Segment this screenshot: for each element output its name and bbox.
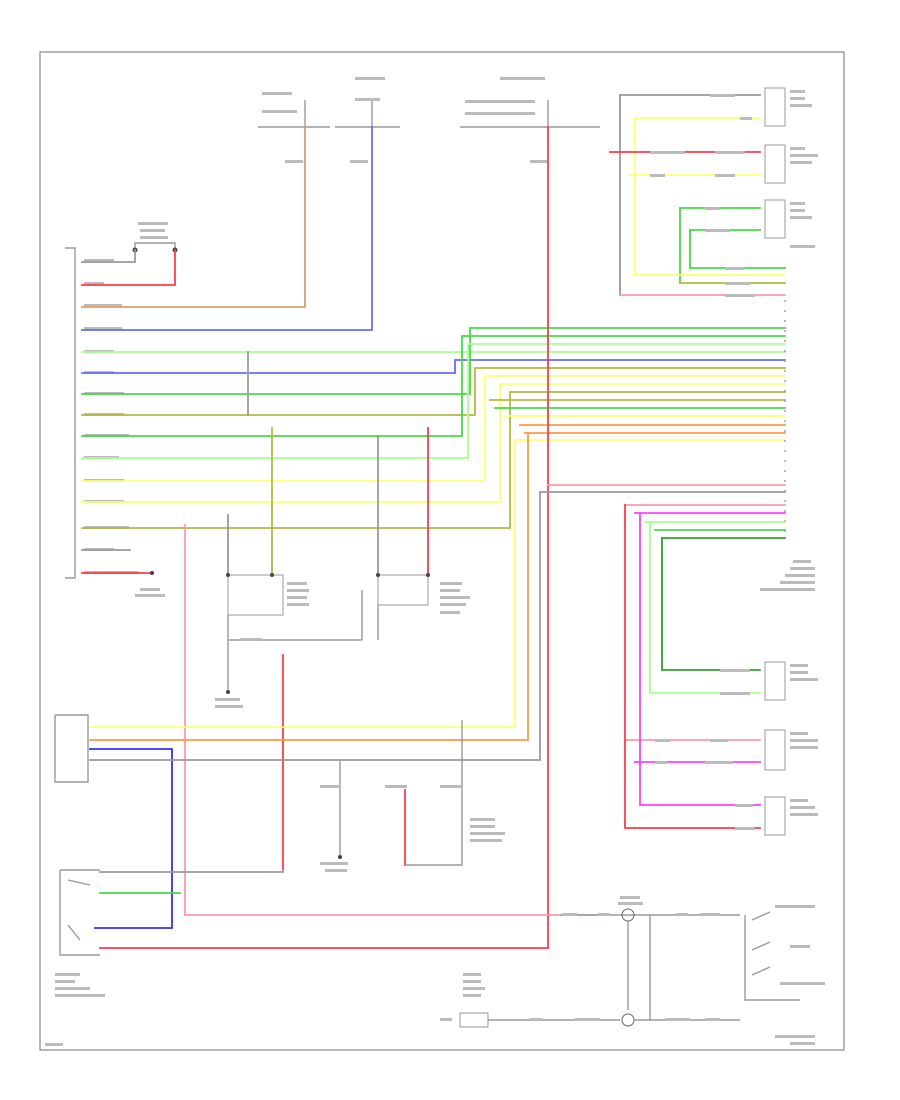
ground-left xyxy=(135,588,165,597)
fuse-mid xyxy=(335,100,400,128)
antenna-relay xyxy=(385,720,505,866)
right-harness-lower xyxy=(539,484,815,591)
ground-mid xyxy=(320,760,348,872)
switch-top-left xyxy=(132,222,178,253)
cd-unit xyxy=(560,896,740,1020)
relay-a xyxy=(226,573,363,641)
fuse-right xyxy=(460,100,600,128)
switch-bottom-right xyxy=(744,905,825,1001)
diagram-frame xyxy=(39,51,845,1051)
wire-harness xyxy=(81,126,786,575)
bottom-connector xyxy=(440,973,815,1045)
ground-mid-left xyxy=(215,640,243,708)
remote-switch xyxy=(55,126,549,997)
fuse-left xyxy=(258,100,330,128)
left-speakers xyxy=(609,87,818,297)
relay-b xyxy=(376,573,470,640)
audio-connector xyxy=(54,432,541,929)
relay-feeds xyxy=(184,351,429,911)
right-speakers xyxy=(624,504,818,836)
